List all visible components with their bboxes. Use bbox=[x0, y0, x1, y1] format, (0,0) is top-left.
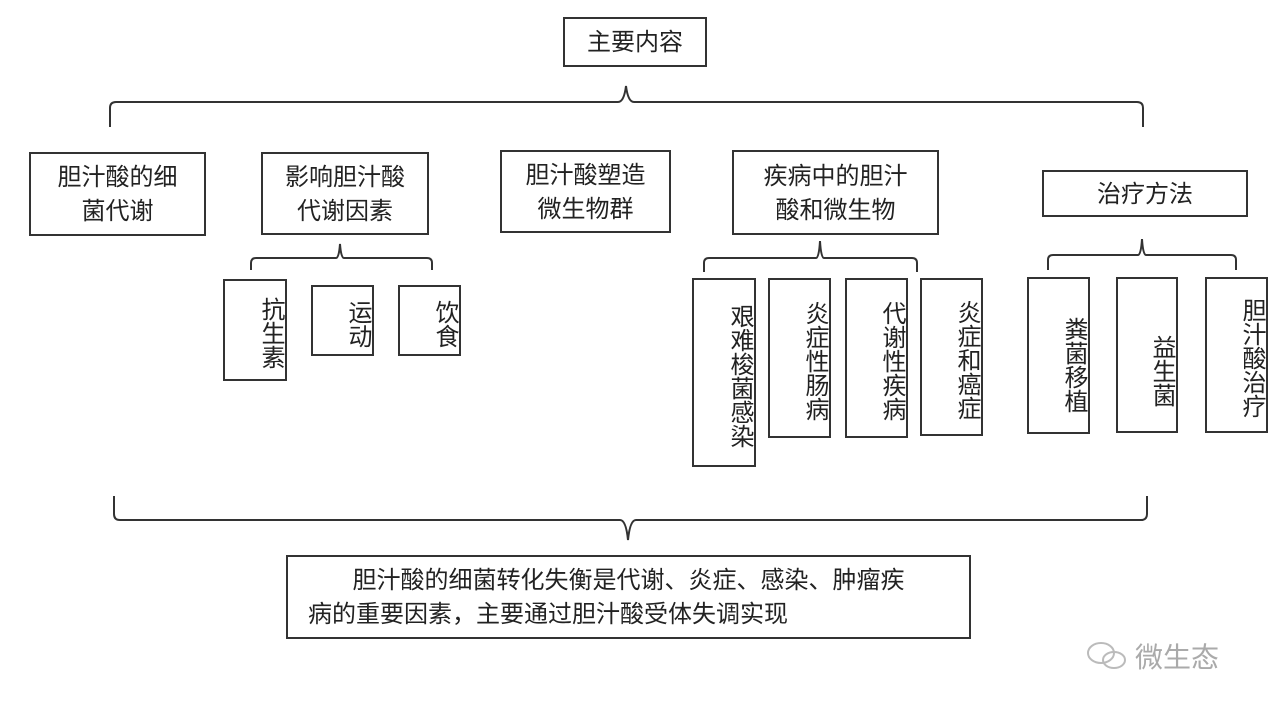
conclusion-line-2: 病的重要因素，主要通过胆汁酸受体失调实现 bbox=[308, 600, 788, 628]
leaf-label: 代谢性疾病 bbox=[878, 301, 906, 421]
bottom-brace bbox=[113, 496, 1148, 541]
wechat-icon bbox=[1087, 642, 1126, 669]
leaf-label: 炎症性肠病 bbox=[801, 301, 829, 421]
therapy-brace bbox=[1047, 238, 1237, 270]
leaf-label: 胆汁酸治疗 bbox=[1238, 298, 1266, 418]
leaf-bile-acid-therapy: 胆汁酸治疗 bbox=[1205, 277, 1268, 433]
top-brace bbox=[109, 85, 1144, 127]
disease-brace bbox=[703, 240, 918, 272]
leaf-inflammation-cancer: 炎症和癌症 bbox=[920, 278, 983, 436]
leaf-probiotics: 益生菌 bbox=[1116, 277, 1178, 433]
leaf-label: 抗生素 bbox=[257, 297, 285, 369]
leaf-label: 运动 bbox=[344, 299, 372, 348]
node-label: 疾病中的胆汁 酸和微生物 bbox=[763, 161, 908, 224]
conclusion-box: 胆汁酸的细菌转化失衡是代谢、炎症、感染、肿瘤疾 病的重要因素，主要通过胆汁酸受体… bbox=[286, 555, 971, 639]
node-disease: 疾病中的胆汁 酸和微生物 bbox=[732, 150, 939, 235]
leaf-ibd: 炎症性肠病 bbox=[768, 278, 831, 438]
leaf-label: 益生菌 bbox=[1148, 335, 1176, 407]
watermark: 微生态 bbox=[1085, 636, 1219, 676]
root-node: 主要内容 bbox=[563, 17, 707, 67]
factors-brace bbox=[250, 243, 433, 270]
node-label: 治疗方法 bbox=[1097, 179, 1193, 208]
leaf-label: 艰难梭菌感染 bbox=[726, 303, 754, 448]
leaf-fmt: 粪菌移植 bbox=[1027, 277, 1090, 434]
root-label: 主要内容 bbox=[587, 28, 683, 56]
leaf-metabolic-disease: 代谢性疾病 bbox=[845, 278, 908, 438]
node-bacterial-metabolism: 胆汁酸的细 菌代谢 bbox=[29, 152, 206, 236]
node-label: 胆汁酸的细 菌代谢 bbox=[57, 163, 178, 225]
conclusion-line-1: 胆汁酸的细菌转化失衡是代谢、炎症、感染、肿瘤疾 bbox=[352, 566, 905, 594]
leaf-exercise: 运动 bbox=[311, 285, 374, 356]
leaf-label: 炎症和癌症 bbox=[953, 300, 981, 420]
leaf-label: 饮食 bbox=[431, 299, 459, 348]
leaf-cdiff-infection: 艰难梭菌感染 bbox=[692, 278, 756, 467]
leaf-label: 粪菌移植 bbox=[1060, 316, 1088, 413]
node-therapy: 治疗方法 bbox=[1042, 170, 1248, 217]
leaf-antibiotics: 抗生素 bbox=[223, 279, 287, 381]
node-label: 影响胆汁酸 代谢因素 bbox=[285, 162, 405, 225]
leaf-diet: 饮食 bbox=[398, 285, 461, 356]
node-metabolism-factors: 影响胆汁酸 代谢因素 bbox=[261, 152, 429, 235]
node-label: 胆汁酸塑造 微生物群 bbox=[525, 160, 646, 223]
watermark-text: 微生态 bbox=[1135, 641, 1220, 674]
node-shape-microbiota: 胆汁酸塑造 微生物群 bbox=[500, 150, 671, 233]
